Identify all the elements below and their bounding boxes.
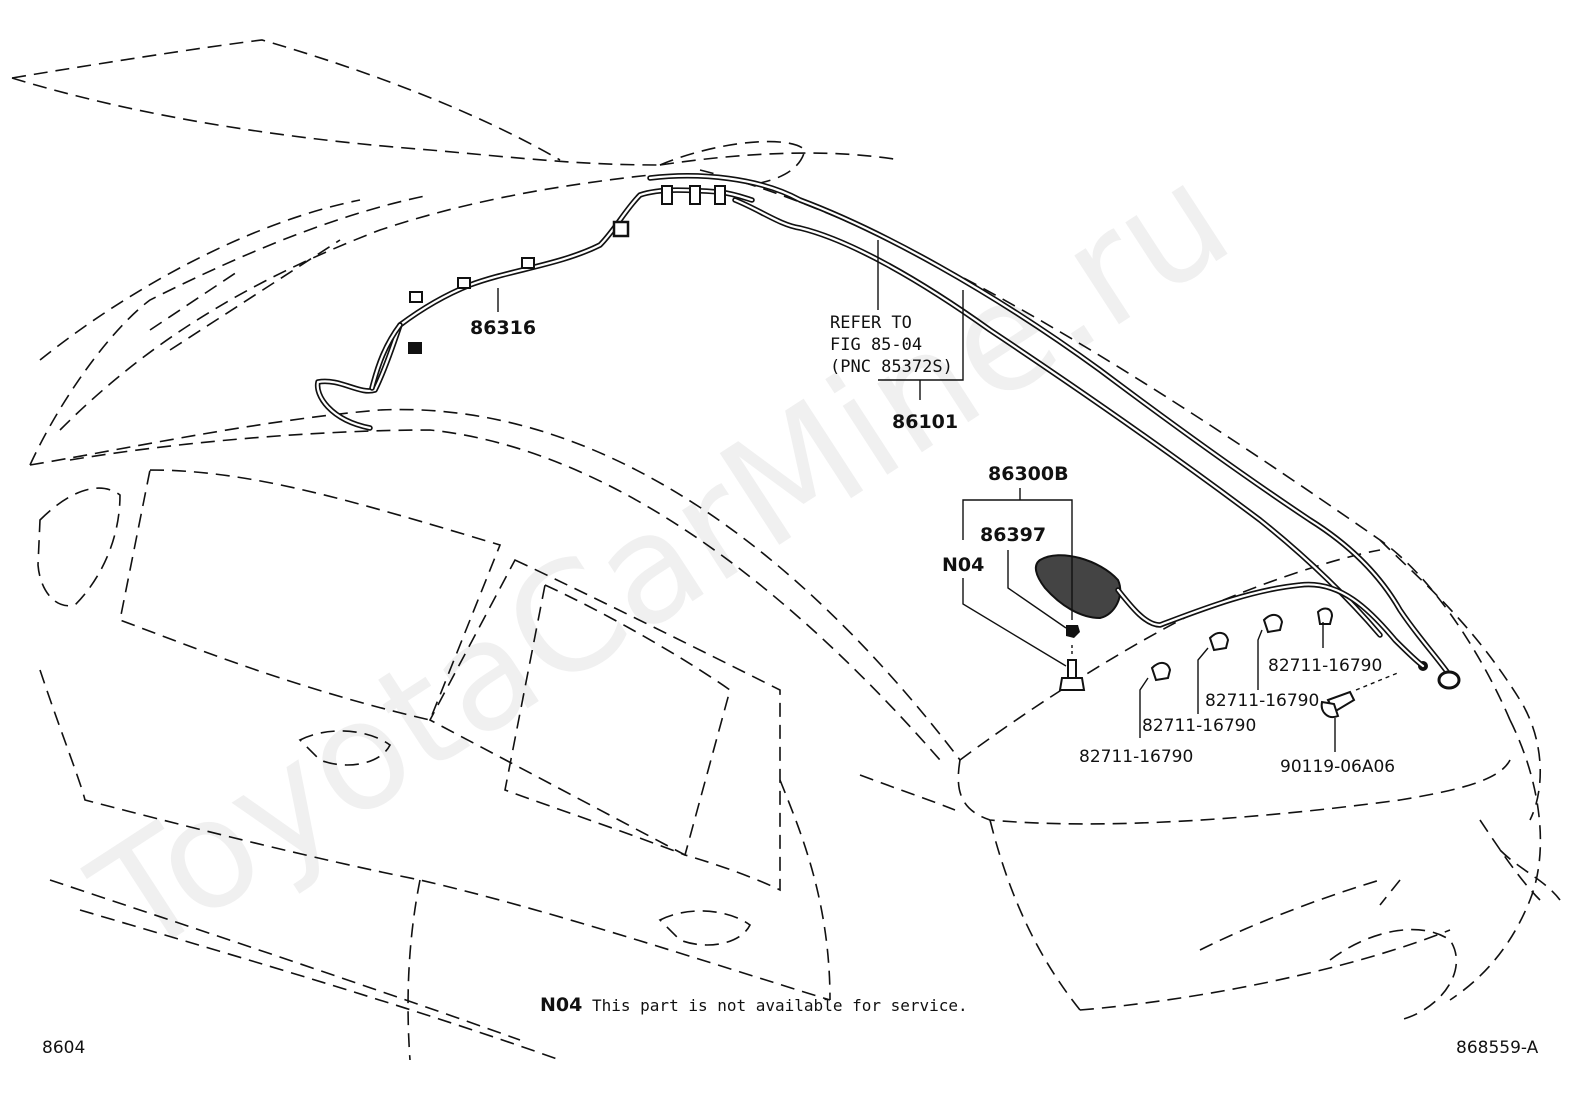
clip-icon [1208,632,1230,652]
label-86101: 86101 [892,411,958,433]
clamp-icon [661,185,673,205]
clip-icon [1150,662,1172,682]
connector-icon [612,220,630,238]
clamp-icon [457,277,471,289]
label-clip-1: 82711-16790 [1079,747,1193,767]
label-clip-4: 82711-16790 [1268,656,1382,676]
clip-icon [1262,614,1284,634]
footnote-code: N04 [540,994,582,1016]
terminal-icon [1437,670,1461,690]
wire-harness-86316 [314,185,755,431]
clamp-icon [714,185,726,205]
refer-note-line3: (PNC 85372S) [830,357,953,377]
figure-number: 8604 [42,1038,85,1058]
label-bolt: 90119-06A06 [1280,757,1395,777]
label-86316: 86316 [470,317,536,339]
bolt-icon [1067,659,1077,679]
clamp-icon [521,257,535,269]
antenna-icon [1034,554,1122,620]
leader-lines [497,240,1336,752]
label-clip-2: 82711-16790 [1142,716,1256,736]
drawing-number: 868559-A [1456,1038,1539,1058]
roof-antenna [1034,554,1426,691]
clamp-icon [409,291,423,303]
refer-note-line1: REFER TO [830,313,912,333]
connector-icon [408,342,422,354]
nut-icon [1066,625,1080,638]
clips [1150,607,1401,718]
label-N04: N04 [942,554,984,576]
label-86397: 86397 [980,524,1046,546]
footnote-text: This part is not available for service. [592,996,968,1015]
clamp-icon [689,185,701,205]
label-clip-3: 82711-16790 [1205,691,1319,711]
clip-icon [1316,607,1334,625]
roof-cable-86101 [647,173,1461,690]
label-86300B: 86300B [988,463,1069,485]
refer-note-line2: FIG 85-04 [830,335,922,355]
